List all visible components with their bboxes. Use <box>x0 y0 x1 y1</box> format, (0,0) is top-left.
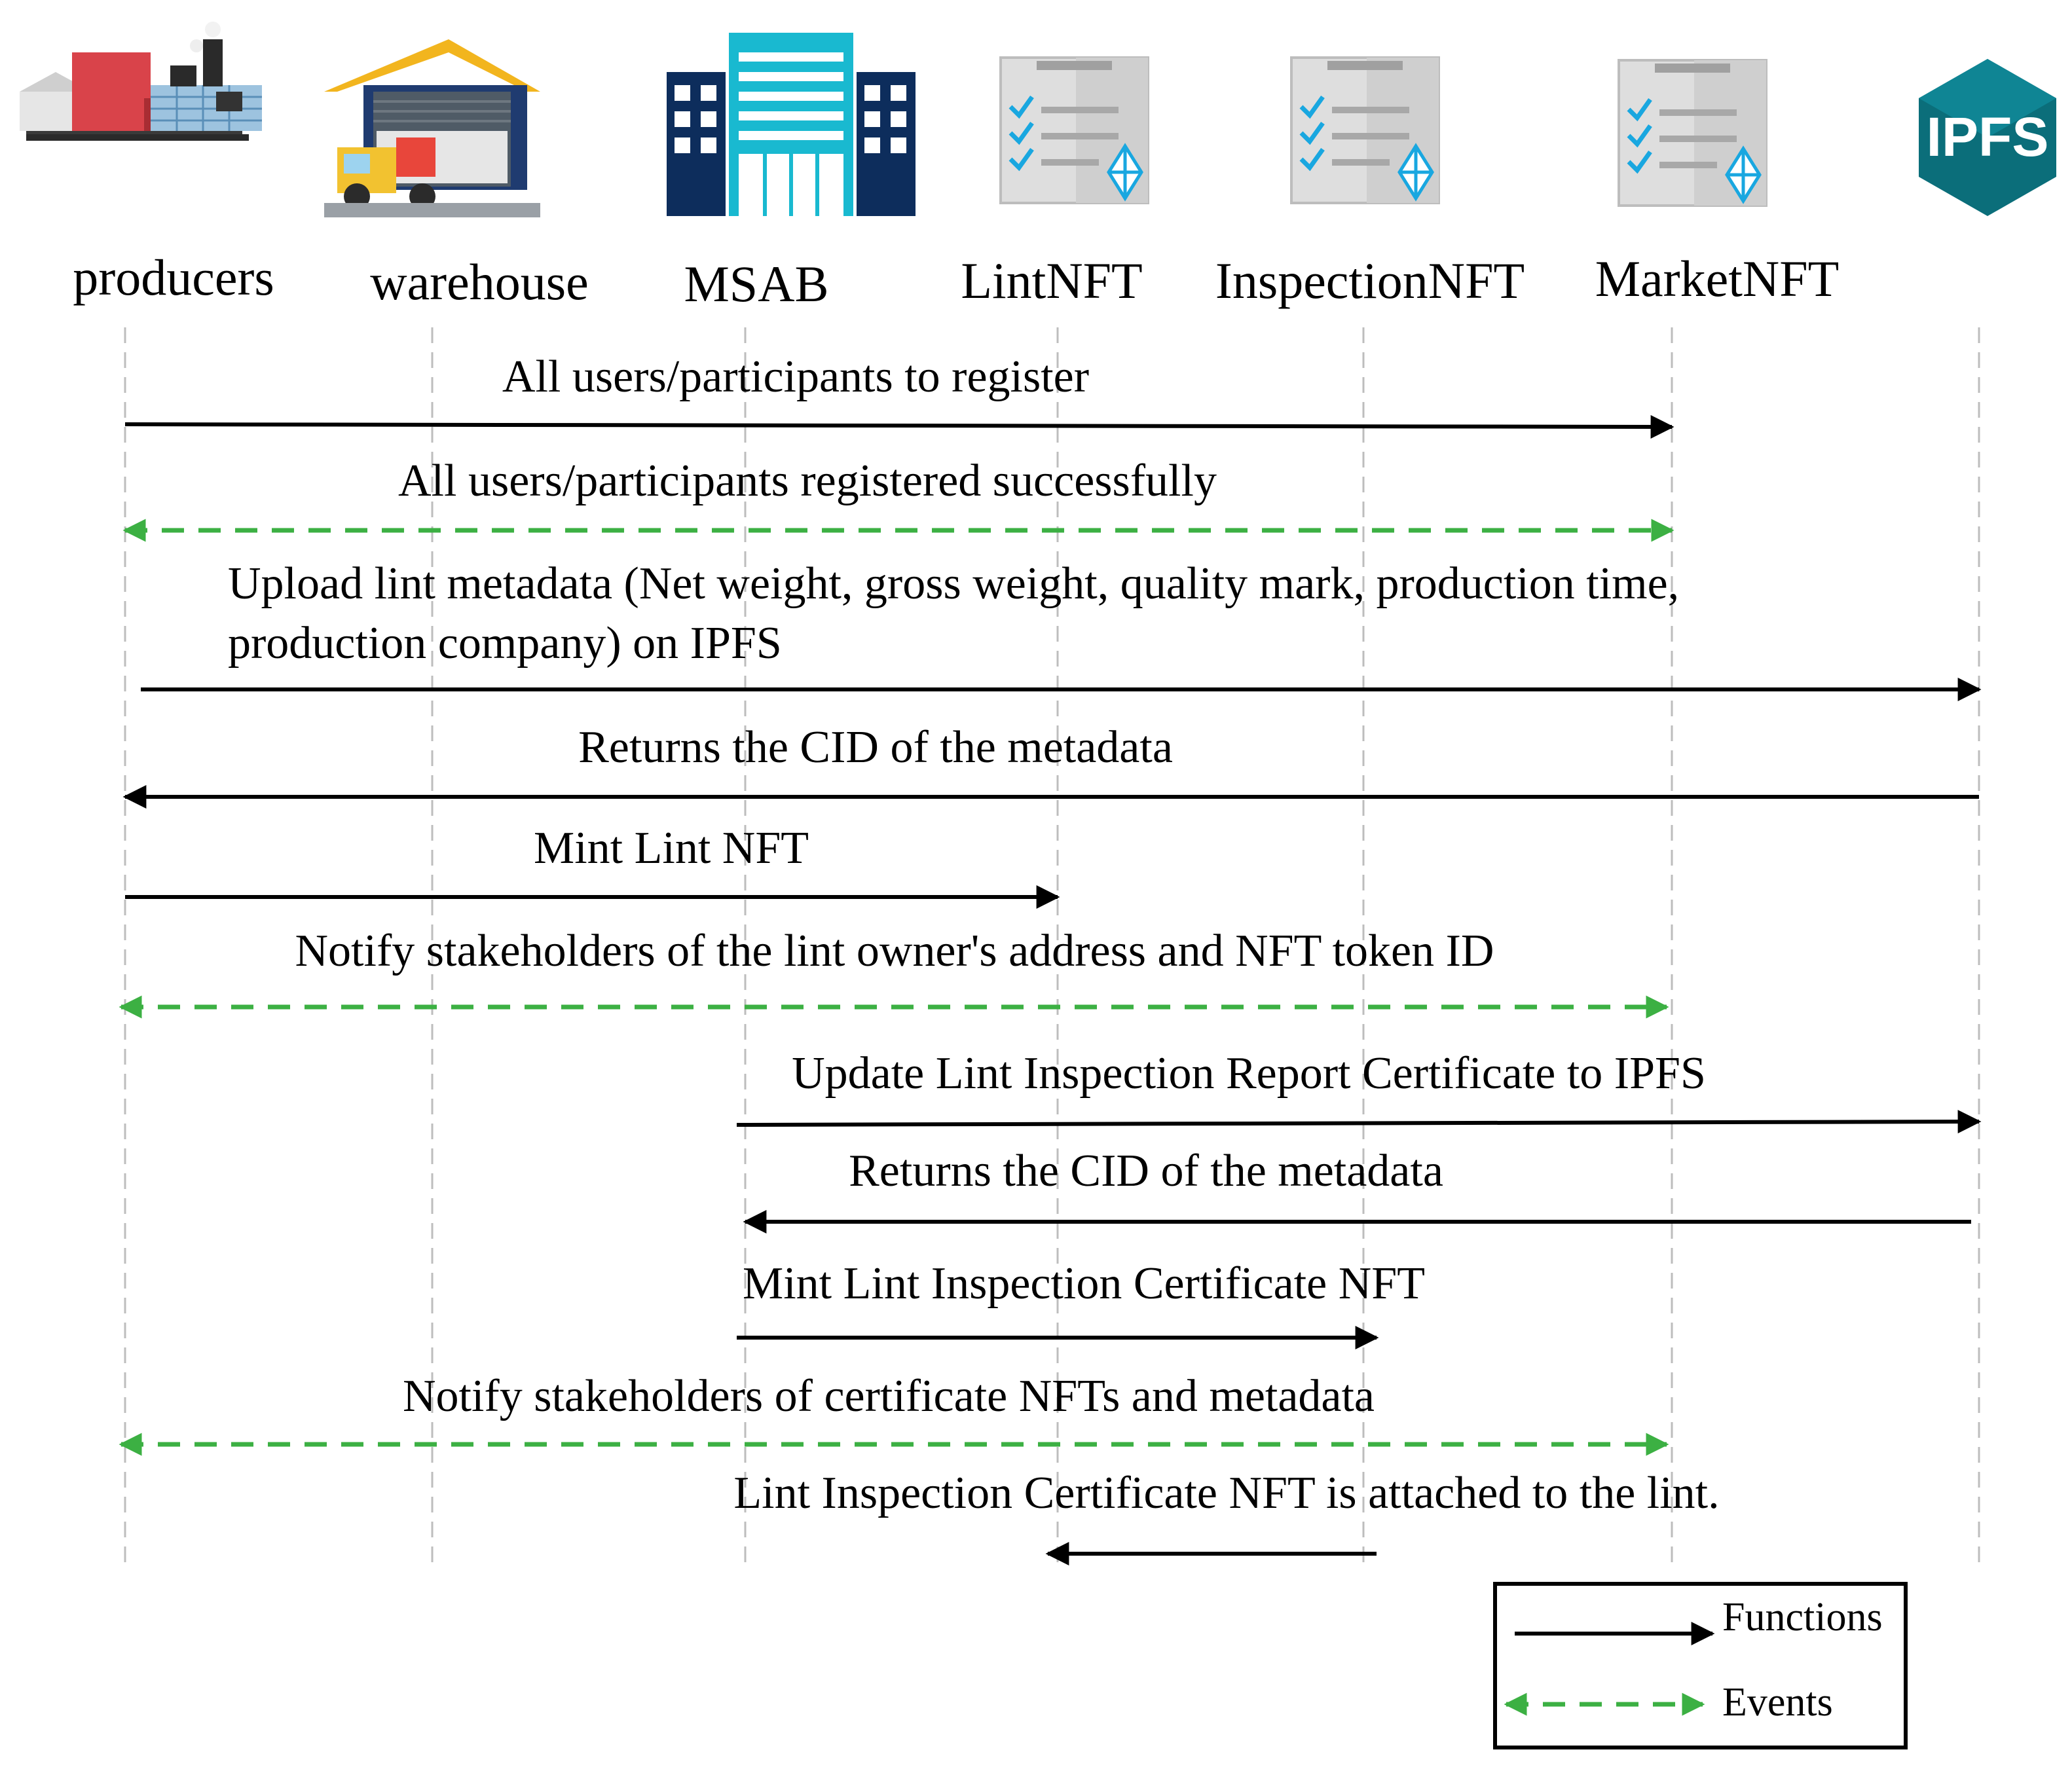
nft-contract-document-icon <box>1618 59 1767 207</box>
nft-contract-document-icon <box>1290 56 1440 204</box>
participant-label-msab: MSAB <box>684 255 828 312</box>
ipfs-icon-text: IPFS <box>1927 106 2049 168</box>
message-registered-event: All users/participants registered succes… <box>122 456 1674 542</box>
participant-label-warehouse: warehouse <box>370 253 589 310</box>
message-mint-inspection-nft: Mint Lint Inspection Certificate NFT <box>737 1258 1425 1349</box>
message-label: Mint Lint NFT <box>534 823 809 873</box>
message-returns-cid-2: Returns the CID of the metadata <box>743 1146 1971 1234</box>
message-label: All users/participants to register <box>502 352 1089 402</box>
message-notify-certificate-event: Notify stakeholders of certificate NFTs … <box>119 1371 1669 1456</box>
message-label: Returns the CID of the metadata <box>849 1146 1443 1196</box>
message-label: Notify stakeholders of the lint owner's … <box>295 926 1494 976</box>
ipfs-hexagon-icon: IPFS <box>1919 59 2056 216</box>
message-returns-cid: Returns the CID of the metadata <box>122 722 1979 809</box>
message-label: Notify stakeholders of certificate NFTs … <box>403 1371 1375 1421</box>
legend-events-label: Events <box>1722 1680 1833 1725</box>
factory-icon <box>20 22 262 141</box>
message-label: Mint Lint Inspection Certificate NFT <box>743 1258 1425 1309</box>
nft-contract-document-icon <box>999 56 1149 204</box>
function-arrow <box>736 1110 1982 1134</box>
message-notify-owner-event: Notify stakeholders of the lint owner's … <box>119 926 1669 1019</box>
function-arrow <box>124 414 1674 439</box>
message-register: All users/participants to register <box>124 352 1674 439</box>
participant-label-marketnft: MarketNFT <box>1595 250 1840 307</box>
message-label: Lint Inspection Certificate NFT is attac… <box>733 1468 1719 1518</box>
message-upload-metadata: Upload lint metadata (Net weight, gross … <box>141 558 1982 701</box>
participant-label-lintnft: LintNFT <box>961 252 1142 309</box>
message-certificate-attached: Lint Inspection Certificate NFT is attac… <box>733 1468 1720 1565</box>
participant-label-inspectionnft: InspectionNFT <box>1215 252 1525 309</box>
message-update-inspection-report: Update Lint Inspection Report Certificat… <box>736 1048 1982 1134</box>
warehouse-truck-icon <box>324 39 540 217</box>
message-mint-lint-nft: Mint Lint NFT <box>125 823 1060 909</box>
participant-label-producers: producers <box>73 249 274 306</box>
message-label: All users/participants registered succes… <box>398 456 1217 506</box>
message-label: Returns the CID of the metadata <box>578 722 1173 773</box>
office-building-icon <box>667 33 916 216</box>
message-label: Update Lint Inspection Report Certificat… <box>792 1048 1706 1099</box>
legend: Functions Events <box>1493 1582 1908 1749</box>
legend-functions-label: Functions <box>1722 1595 1883 1639</box>
legend-box <box>1493 1582 1908 1749</box>
message-label: production company) on IPFS <box>228 618 782 668</box>
message-label: Upload lint metadata (Net weight, gross … <box>228 558 1679 609</box>
